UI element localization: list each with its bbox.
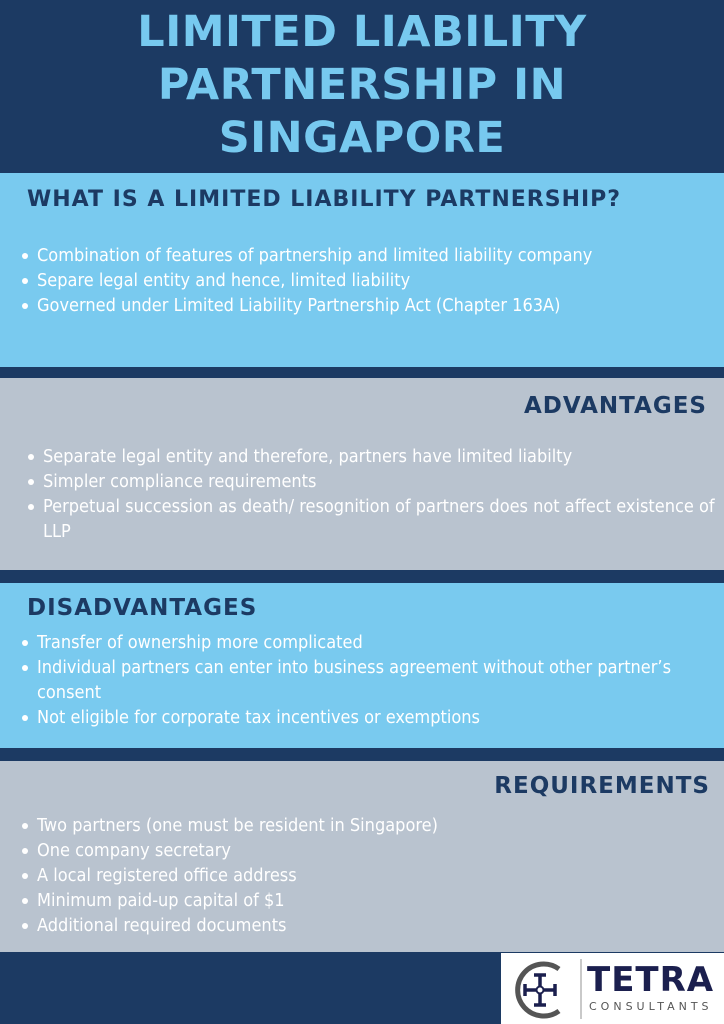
list-item: Governed under Limited Liability Partner… (20, 293, 660, 318)
title-line-3: SINGAPORE (218, 113, 506, 163)
company-logo: TETRA CONSULTANTS (501, 953, 724, 1024)
section-requirements: REQUIREMENTS Two partners (one must be r… (0, 761, 724, 952)
list-item: A local registered office address (20, 863, 700, 888)
list-item: Two partners (one must be resident in Si… (20, 813, 700, 838)
list-item: Separe legal entity and hence, limited l… (20, 268, 660, 293)
header-banner: LIMITED LIABILITY PARTNERSHIP IN SINGAPO… (0, 0, 724, 173)
bullet-list: Separate legal entity and therefore, par… (26, 444, 716, 544)
list-item: Separate legal entity and therefore, par… (26, 444, 716, 469)
tetra-cross-logo-icon (515, 961, 561, 1019)
list-item: Minimum paid-up capital of $1 (20, 888, 700, 913)
list-item: Additional required documents (20, 913, 700, 938)
section-divider (0, 367, 724, 378)
section-divider (0, 748, 724, 761)
bullet-list: Two partners (one must be resident in Si… (20, 813, 700, 938)
section-title: ADVANTAGES (523, 393, 707, 419)
list-item: Simpler compliance requirements (26, 469, 716, 494)
list-item: Transfer of ownership more complicated (20, 630, 700, 655)
page-title: LIMITED LIABILITY PARTNERSHIP IN SINGAPO… (0, 6, 724, 165)
section-divider (0, 570, 724, 583)
section-title: REQUIREMENTS (494, 773, 710, 799)
section-disadvantages: DISADVANTAGES Transfer of ownership more… (0, 583, 724, 748)
bullet-list: Transfer of ownership more complicated I… (20, 630, 700, 730)
section-what-is-llp: WHAT IS A LIMITED LIABILITY PARTNERSHIP?… (0, 173, 724, 367)
list-item: Combination of features of partnership a… (20, 243, 660, 268)
list-item: One company secretary (20, 838, 700, 863)
logo-name: TETRA (587, 960, 715, 1000)
section-advantages: ADVANTAGES Separate legal entity and the… (0, 378, 724, 570)
title-line-1: LIMITED LIABILITY (137, 7, 587, 57)
section-title: WHAT IS A LIMITED LIABILITY PARTNERSHIP? (27, 187, 622, 212)
logo-separator (580, 959, 582, 1019)
list-item: Individual partners can enter into busin… (20, 655, 700, 705)
logo-subtitle: CONSULTANTS (589, 1000, 713, 1013)
section-title: DISADVANTAGES (27, 595, 258, 621)
bullet-list: Combination of features of partnership a… (20, 243, 660, 318)
title-line-2: PARTNERSHIP IN (157, 60, 567, 110)
list-item: Perpetual succession as death/ resogniti… (26, 494, 716, 544)
list-item: Not eligible for corporate tax incentive… (20, 705, 700, 730)
